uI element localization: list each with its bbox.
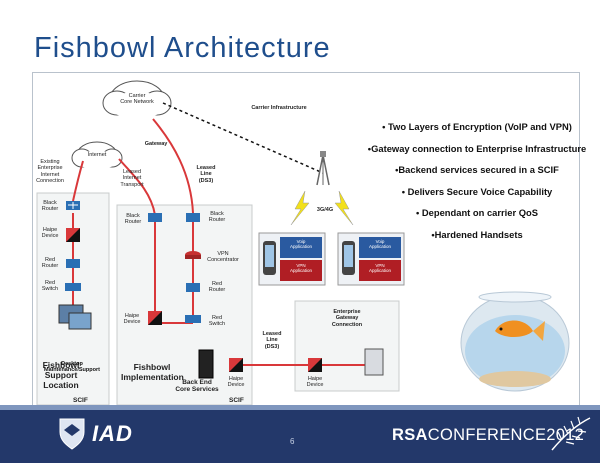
lightning-icon bbox=[290, 190, 310, 226]
phone-app-label: Voip Application bbox=[368, 239, 391, 250]
feature-bullets: • Two Layers of Encryption (VoIP and VPN… bbox=[357, 121, 597, 251]
bullet-item: •Backend services secured in a SCIF bbox=[395, 164, 559, 176]
iad-shield-icon bbox=[59, 418, 85, 450]
rsa-prefix: RSA bbox=[392, 426, 428, 444]
bullet-item: • Dependant on carrier QoS bbox=[415, 207, 539, 219]
mid-device-label: VPN Concentrator bbox=[207, 251, 239, 264]
feather-icon bbox=[551, 416, 591, 451]
scif-label: SCIF bbox=[73, 397, 88, 404]
support-title: Fishbowl Support Location bbox=[42, 360, 80, 390]
footer-bar bbox=[0, 405, 600, 463]
leased-line-top-label: Leased Line (DS3) bbox=[196, 165, 216, 184]
mid-device-label: Haipe Device bbox=[123, 313, 141, 326]
leased-line-bottom-label: Leased Line (DS3) bbox=[262, 331, 282, 350]
architecture-diagram bbox=[36, 80, 570, 405]
phone-app-label: VPN Application bbox=[289, 263, 312, 274]
phone-app-label: VPN Application bbox=[368, 263, 391, 274]
page-number: 6 bbox=[290, 437, 295, 446]
existing-connection-label: Existing Enterprise Internet Connection bbox=[36, 159, 64, 184]
bullet-item: •Gateway connection to Enterprise Infras… bbox=[367, 142, 587, 154]
band-4g-label: 3G/4G bbox=[316, 207, 334, 213]
mid-device-label: Black Router bbox=[124, 213, 142, 226]
carrier-network-label: Carrier Core Network bbox=[120, 93, 154, 106]
carrier-cloud bbox=[102, 80, 172, 118]
iad-logo-text: IAD bbox=[92, 421, 133, 446]
mid-device-label: Red Switch bbox=[208, 315, 226, 328]
back-end-label: Back End Core Services bbox=[175, 379, 219, 394]
bullet-item: •Hardened Handsets bbox=[431, 228, 523, 240]
left-device-label: Red Switch bbox=[41, 280, 59, 293]
internet-cloud bbox=[71, 141, 123, 169]
enterprise-gateway-label: Enterprise Gateway Connection bbox=[331, 309, 363, 328]
scif-label: SCIF bbox=[229, 397, 244, 404]
left-devices bbox=[58, 201, 92, 330]
phone-app-label: Voip Application bbox=[289, 239, 312, 250]
leased-internet-label: Leased Internet Transport bbox=[120, 169, 144, 188]
fishbowl-image bbox=[460, 291, 570, 392]
mid-devices bbox=[148, 213, 384, 379]
diagram-frame: Carrier Core Network Internet Carrier In… bbox=[32, 72, 586, 406]
footer-band bbox=[0, 405, 600, 410]
left-device-label: Haipe Device bbox=[41, 227, 59, 240]
gateway-label: Gateway bbox=[144, 141, 168, 147]
internet-label: Internet bbox=[87, 152, 107, 158]
mid-device-label: Black Router bbox=[208, 211, 226, 224]
rsa-suffix: CONFERENCE2012 bbox=[427, 426, 585, 444]
rsa-conference-logo: RSACONFERENCE2012 bbox=[392, 426, 584, 445]
lightning-icon bbox=[334, 190, 354, 226]
left-device-label: Black Router bbox=[41, 200, 59, 213]
bullet-item: • Two Layers of Encryption (VoIP and VPN… bbox=[382, 121, 572, 132]
mid-device-label: Red Router bbox=[208, 281, 226, 294]
enterprise-panel bbox=[294, 300, 400, 392]
slide-title: Fishbowl Architecture bbox=[34, 32, 331, 64]
haipe-enterprise-label: Haipe Device bbox=[306, 376, 324, 389]
handset-left bbox=[258, 232, 326, 286]
left-device-label: Red Router bbox=[41, 257, 59, 270]
carrier-infrastructure-label: Carrier Infrastructure bbox=[251, 105, 307, 111]
handset-right bbox=[337, 232, 405, 286]
haipe-bottom-label: Haipe Device bbox=[227, 376, 245, 389]
cell-tower bbox=[316, 151, 330, 186]
support-overlay: Desktop Maintenance/Support bbox=[44, 361, 100, 374]
implementation-title: Fishbowl Implementation bbox=[121, 362, 184, 382]
bullet-item: • Delivers Secure Voice Capability bbox=[401, 185, 553, 197]
